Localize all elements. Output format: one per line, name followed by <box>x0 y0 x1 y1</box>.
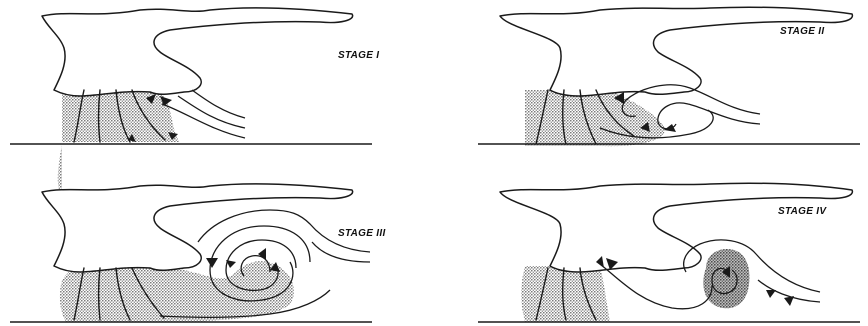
panel-stage-2: STAGE II <box>478 7 860 146</box>
stage-label: STAGE I <box>338 50 379 61</box>
outflow-shading <box>521 266 610 322</box>
inflow-streamline <box>312 242 370 262</box>
stage-label: STAGE III <box>338 228 386 239</box>
flow-arrowhead <box>258 248 266 260</box>
inflow-streamline <box>178 96 245 128</box>
inflow-streamline <box>192 90 245 118</box>
storm-cloud <box>500 183 852 272</box>
flow-arrowhead <box>766 290 776 298</box>
panel-stage-4: STAGE IV <box>478 183 860 322</box>
vortex-shading <box>703 249 749 308</box>
storm-cloud <box>500 7 852 96</box>
flow-arrowhead <box>784 296 794 306</box>
flow-arrowhead <box>664 124 676 132</box>
stage-label: STAGE IV <box>778 206 827 217</box>
flow-arrowhead <box>206 258 218 268</box>
stage-label: STAGE II <box>780 26 824 37</box>
panel-stage-3: STAGE III <box>10 184 386 322</box>
storm-cloud <box>42 184 353 272</box>
flow-arrowhead <box>226 260 236 268</box>
panel-stage-1: STAGE I <box>10 8 379 200</box>
storm-cloud <box>42 8 353 96</box>
